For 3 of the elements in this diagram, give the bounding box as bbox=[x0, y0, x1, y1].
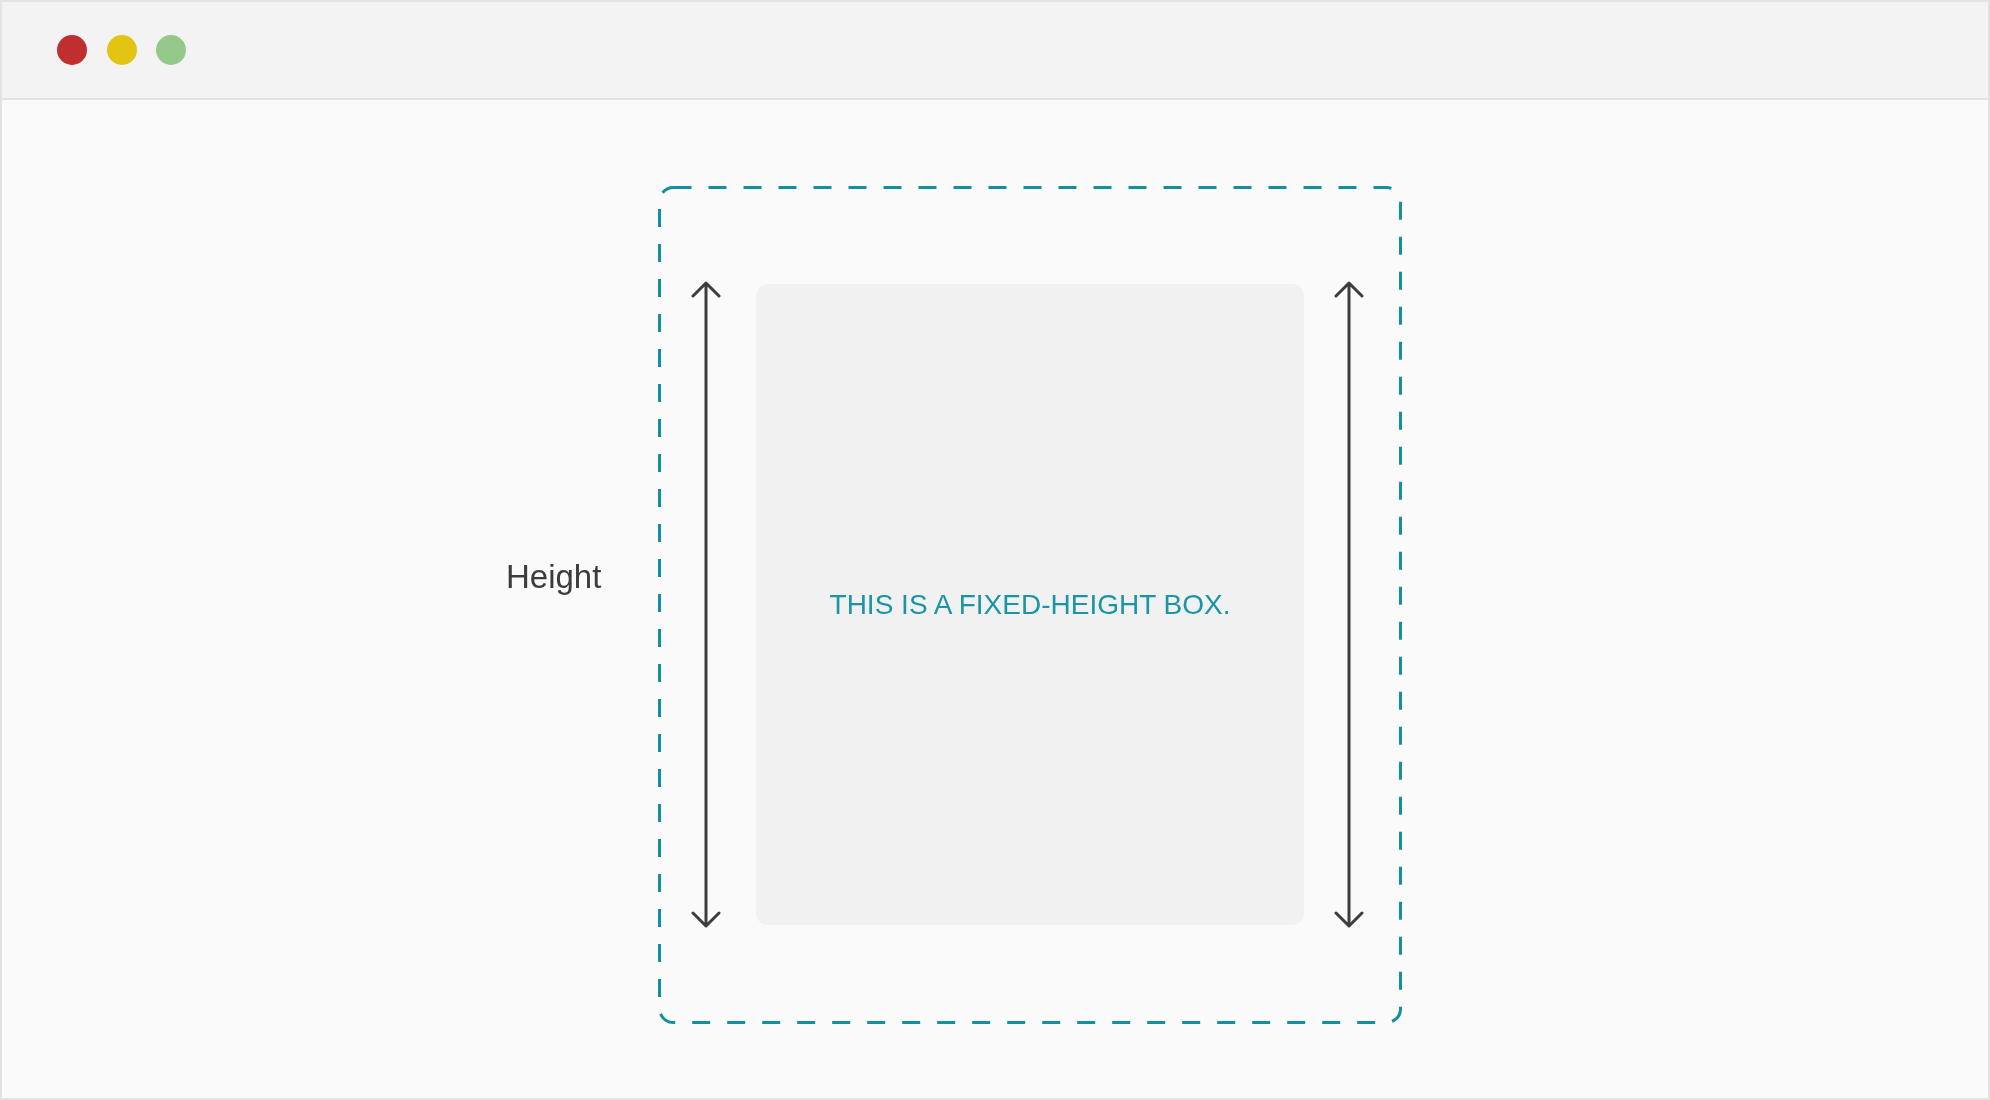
dimension-label: Height bbox=[506, 560, 602, 593]
box-text: THIS IS A FIXED-HEIGHT BOX. bbox=[829, 587, 1231, 622]
dashed-container bbox=[658, 186, 1402, 1024]
